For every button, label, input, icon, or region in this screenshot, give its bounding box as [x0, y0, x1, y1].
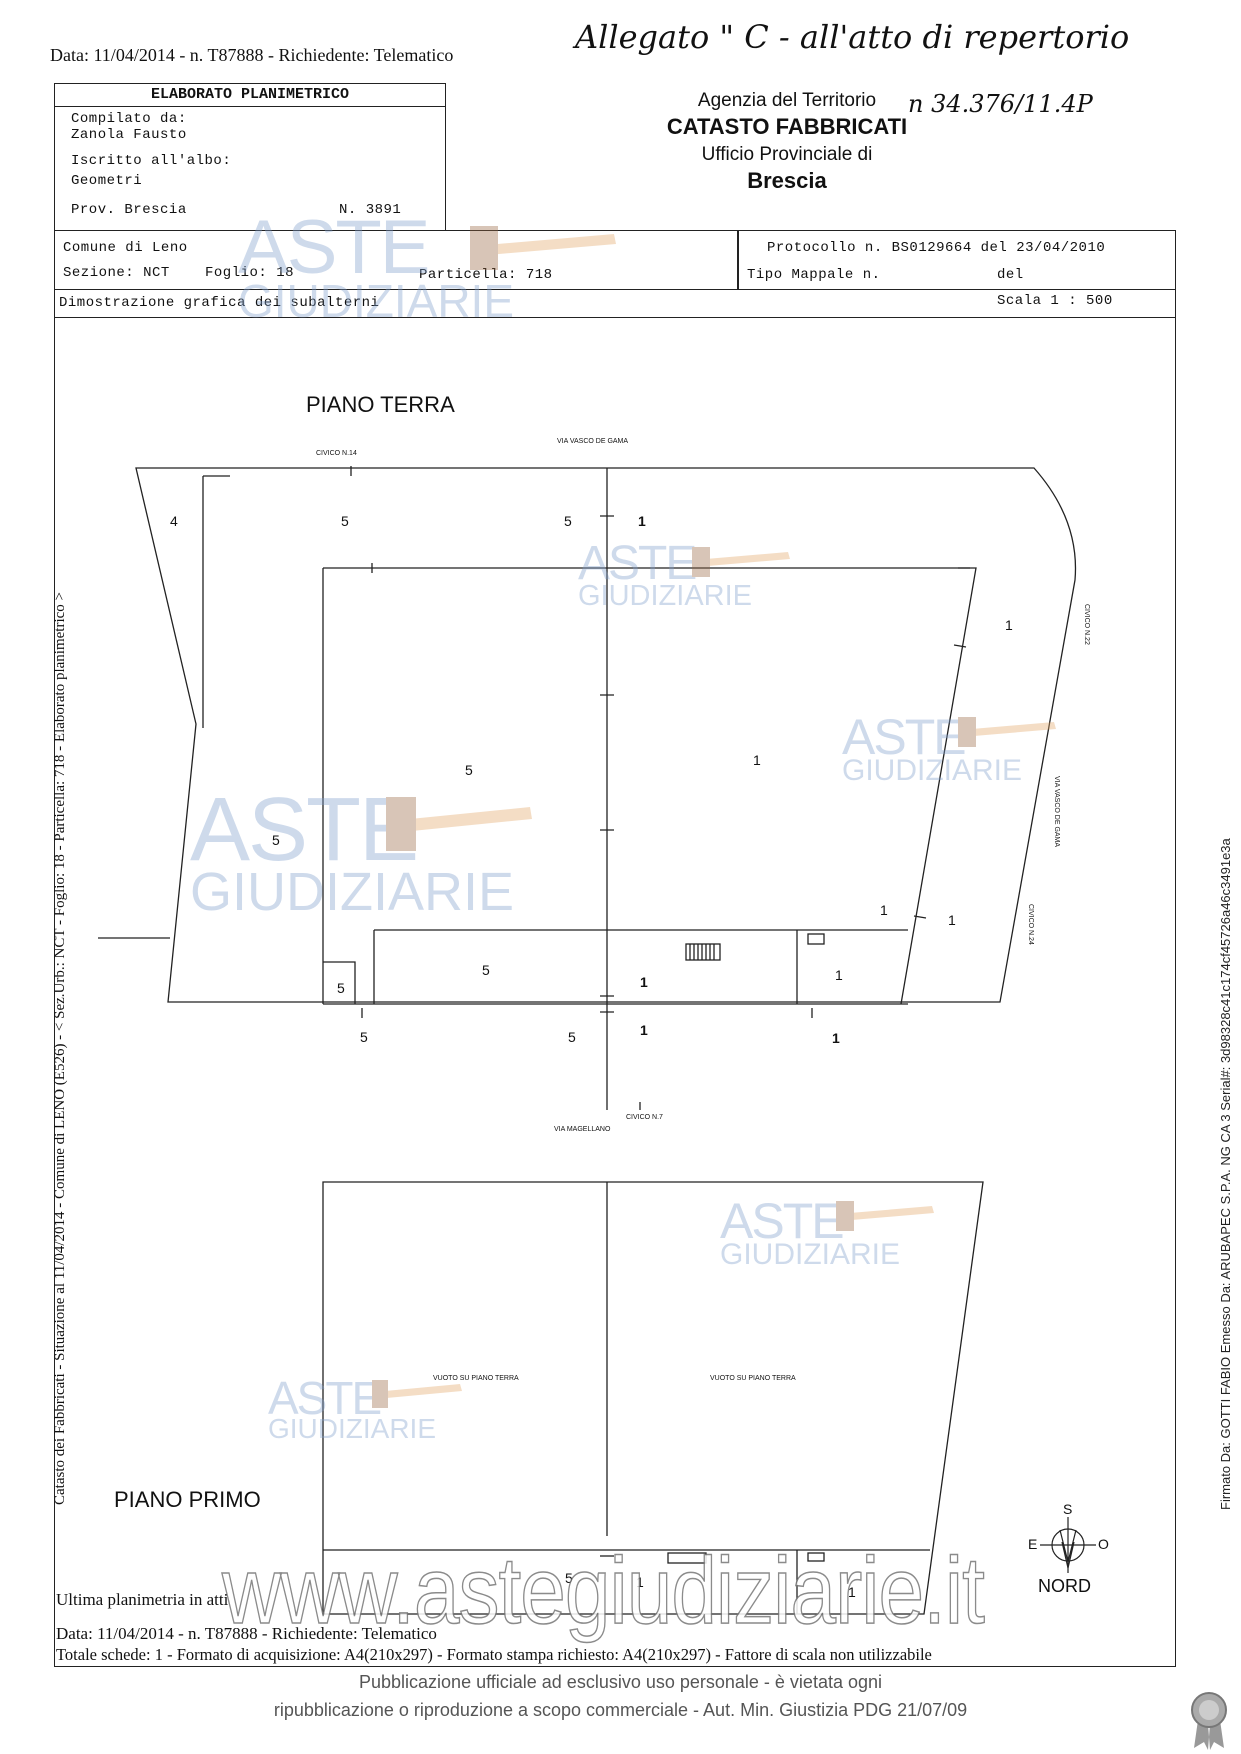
- footer-totale: Totale schede: 1 - Formato di acquisizio…: [56, 1645, 932, 1664]
- stairs-steps: [689, 944, 715, 960]
- albo-number: N. 3891: [339, 202, 402, 218]
- iscritto-label: Iscritto all'albo:: [71, 153, 232, 169]
- building-strip: [373, 929, 908, 1004]
- compass-e: E: [1028, 1536, 1038, 1552]
- particella: Particella: 718: [419, 267, 553, 283]
- sub-label: 1: [948, 912, 956, 928]
- sub-label: 1: [636, 1574, 644, 1590]
- sub-label: 1: [848, 1584, 856, 1600]
- agency-line3: Ufficio Provinciale di: [701, 144, 873, 165]
- vuoto-left-label: VUOTO SU PIANO TERRA: [433, 1375, 519, 1382]
- side-cadastral-text: Catasto dei Fabbricati - Situazione al 1…: [52, 592, 68, 1505]
- sub-label: 1: [640, 974, 648, 990]
- sub-label: 1: [835, 967, 843, 983]
- lot-outline: [135, 467, 1077, 1003]
- sub-label: 5: [482, 962, 490, 978]
- stairs-icon: [685, 943, 721, 961]
- footer-ultima: Ultima planimetria in atti: [56, 1590, 229, 1609]
- plan-frame: Comune di Leno Sezione: NCT Foglio: 18 P…: [54, 230, 1176, 1667]
- dimension-ticks: [350, 466, 970, 1110]
- header-line: Data: 11/04/2014 - n. T87888 - Richieden…: [50, 45, 454, 65]
- sub-label: 1: [1005, 617, 1013, 633]
- tipo-mappale: Tipo Mappale n.: [747, 267, 881, 283]
- agency-block: Agenzia del Territorio CATASTO FABBRICAT…: [632, 90, 942, 194]
- sub-label: 1: [753, 752, 761, 768]
- dimostrazione-row: Dimostrazione grafica dei subalterni Sca…: [55, 289, 1175, 318]
- sub-label: 5: [564, 513, 572, 529]
- upper-floor-outline: [322, 1181, 984, 1615]
- compass-s: S: [1063, 1501, 1073, 1517]
- sub5-corner: [323, 961, 356, 1004]
- street-bottom-label: VIA MAGELLANO: [554, 1126, 611, 1133]
- info-box: ELABORATO PLANIMETRICO Compilato da: Zan…: [54, 83, 446, 231]
- sub-label: 5: [360, 1029, 368, 1045]
- foglio: Foglio: 18: [205, 265, 295, 281]
- agency-line4: Brescia: [747, 168, 827, 193]
- civico-14-label: CIVICO N.14: [316, 450, 357, 457]
- site-watermark: www.astegiudiziarie.it: [221, 1538, 985, 1644]
- publication-notice-1: Pubblicazione ufficiale ad esclusivo uso…: [359, 1672, 882, 1692]
- compilato-value: Zanola Fausto: [71, 127, 187, 143]
- sub-label: 1: [640, 1022, 648, 1038]
- civico-22-label: CIVICO N.22: [1083, 604, 1090, 645]
- cadastral-row: Comune di Leno Sezione: NCT Foglio: 18 P…: [55, 231, 1175, 290]
- street-top-label: VIA VASCO DE GAMA: [557, 438, 629, 445]
- cadastral-divider: [737, 231, 739, 289]
- agency-line1: Agenzia del Territorio: [697, 90, 877, 111]
- agency-line2: CATASTO FABBRICATI: [666, 114, 908, 139]
- upper-stairs-icon: [667, 1552, 707, 1564]
- comune: Comune di Leno: [63, 240, 188, 256]
- sub-label: 1: [880, 902, 888, 918]
- seal-icon: [1191, 1692, 1227, 1750]
- tipo-mappale-del: del: [997, 267, 1024, 283]
- handwritten-title: Allegato " C - all'atto di repertorio: [575, 18, 1130, 56]
- piano-terra-label: PIANO TERRA: [306, 392, 455, 417]
- civico-7-label: CIVICO N.7: [626, 1114, 663, 1121]
- sub-label: 5: [272, 832, 280, 848]
- sub-label: 5: [337, 980, 345, 996]
- info-box-title: ELABORATO PLANIMETRICO: [55, 84, 445, 107]
- sub-label: 1: [832, 1030, 840, 1046]
- upper-vent-icon: [807, 1552, 825, 1562]
- dimostrazione: Dimostrazione grafica dei subalterni: [59, 295, 380, 311]
- sezione: Sezione: NCT: [63, 265, 170, 281]
- iscritto-value: Geometri: [71, 173, 143, 189]
- building-outline-top-right: [323, 567, 977, 1005]
- prov-label: Prov. Brescia: [71, 202, 187, 218]
- vuoto-right-label: VUOTO SU PIANO TERRA: [710, 1375, 796, 1382]
- scala: Scala 1 : 500: [997, 293, 1113, 309]
- sub-label: 5: [341, 513, 349, 529]
- footer-data-line: Data: 11/04/2014 - n. T87888 - Richieden…: [56, 1624, 437, 1643]
- sub-label: 5: [565, 1570, 573, 1586]
- compilato-label: Compilato da:: [71, 111, 187, 127]
- piano-primo-label: PIANO PRIMO: [114, 1487, 261, 1512]
- publication-notice-2: ripubblicazione o riproduzione a scopo c…: [273, 1700, 968, 1720]
- civico-24-label: CIVICO N.24: [1027, 904, 1034, 945]
- sub-label: 5: [465, 762, 473, 778]
- sub-label: 1: [638, 513, 646, 529]
- compass-o: O: [1098, 1536, 1109, 1552]
- compass-icon: [1040, 1517, 1096, 1573]
- vent-icon: [807, 933, 825, 945]
- protocollo: Protocollo n. BS0129664 del 23/04/2010: [767, 240, 1106, 256]
- digital-signature-text: Firmato Da: GOTTI FABIO Emesso Da: ARUBA…: [1218, 838, 1233, 1510]
- handwritten-number: n 34.376/11.4P: [908, 90, 1093, 118]
- compass-nord: NORD: [1038, 1576, 1091, 1596]
- street-right-label: VIA VASCO DE GAMA: [1053, 776, 1060, 848]
- sub-label: 4: [170, 513, 178, 529]
- sub-label: 5: [568, 1029, 576, 1045]
